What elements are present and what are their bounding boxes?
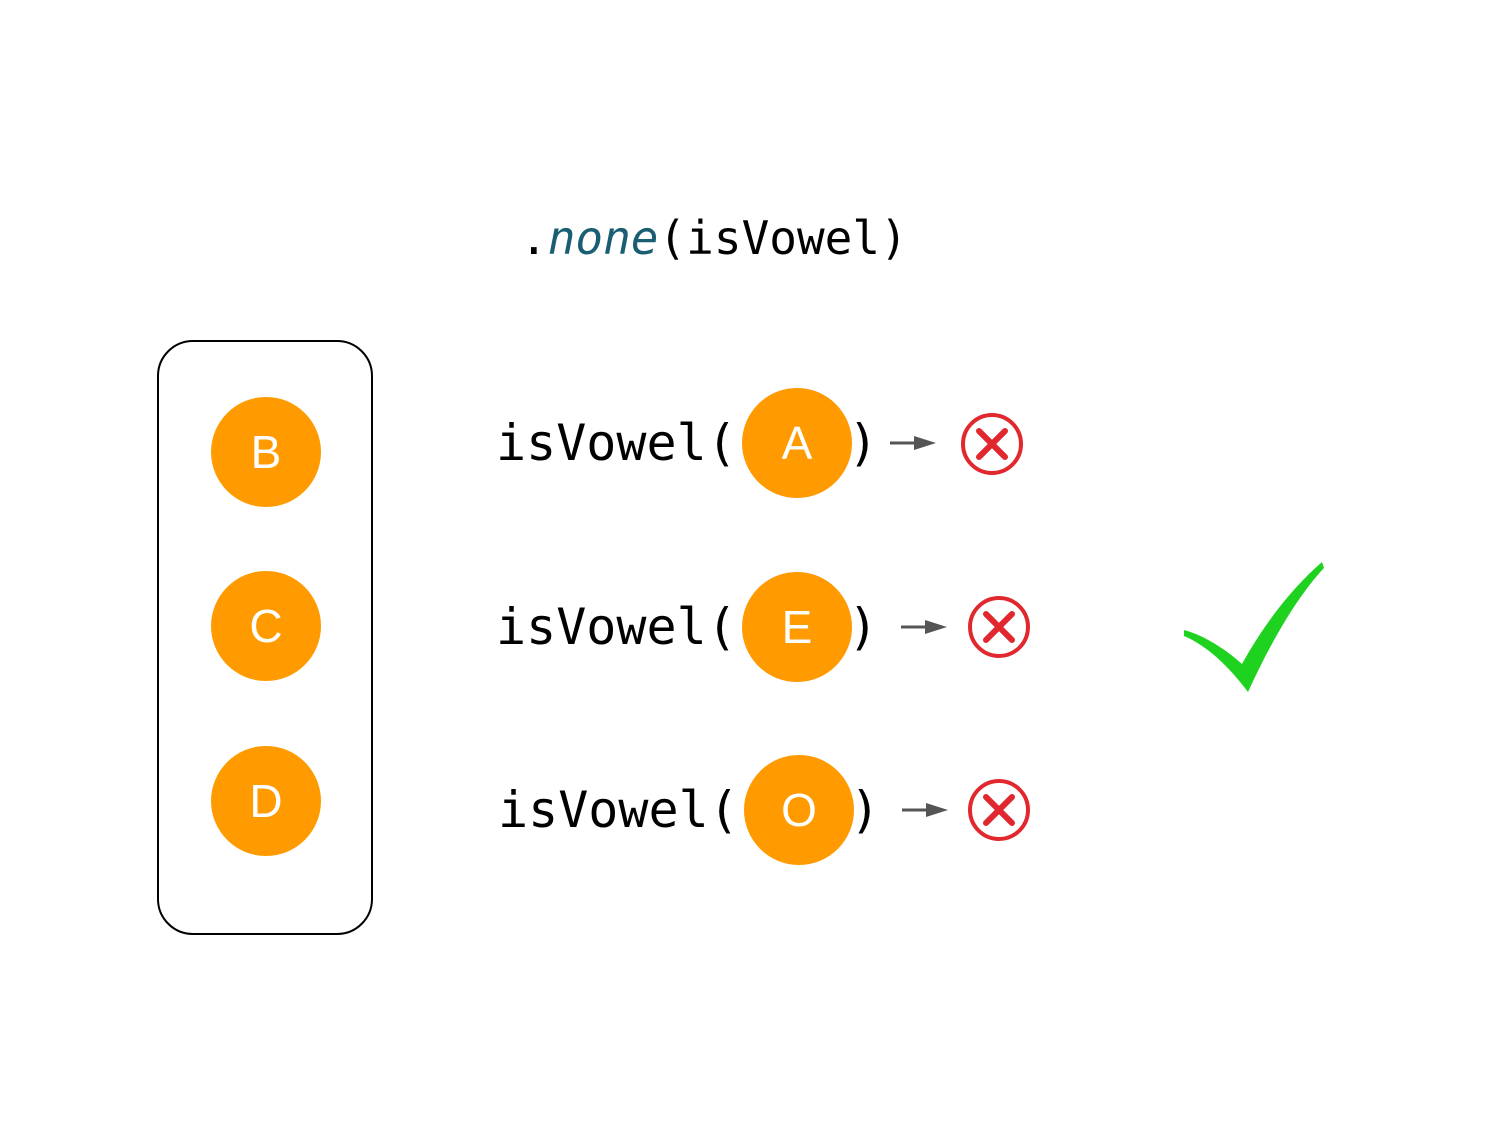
call-text-open: isVowel( bbox=[496, 598, 737, 656]
call-arg-e: E bbox=[742, 572, 852, 682]
title-args: (isVowel) bbox=[658, 211, 908, 265]
call-text-close: ) bbox=[848, 414, 879, 472]
call-text-open: isVowel( bbox=[498, 781, 739, 839]
call-text-close: ) bbox=[848, 598, 879, 656]
title-method: none bbox=[547, 211, 659, 265]
x-circle-icon bbox=[968, 779, 1030, 841]
call-arg-a: A bbox=[742, 388, 852, 498]
x-circle-icon bbox=[968, 596, 1030, 658]
title-prefix: . bbox=[520, 211, 548, 265]
collection-item-d: D bbox=[211, 746, 321, 856]
call-arg-o: O bbox=[744, 755, 854, 865]
collection-box bbox=[157, 340, 373, 935]
x-circle-icon bbox=[961, 413, 1023, 475]
check-icon bbox=[1184, 562, 1324, 692]
call-text-close: ) bbox=[850, 781, 881, 839]
arrow-right-icon bbox=[901, 620, 947, 634]
arrow-right-icon bbox=[890, 436, 936, 450]
collection-item-c: C bbox=[211, 571, 321, 681]
collection-item-b: B bbox=[211, 397, 321, 507]
arrow-right-icon bbox=[902, 803, 948, 817]
call-text-open: isVowel( bbox=[496, 414, 737, 472]
page-title: .none(isVowel) bbox=[520, 208, 908, 268]
